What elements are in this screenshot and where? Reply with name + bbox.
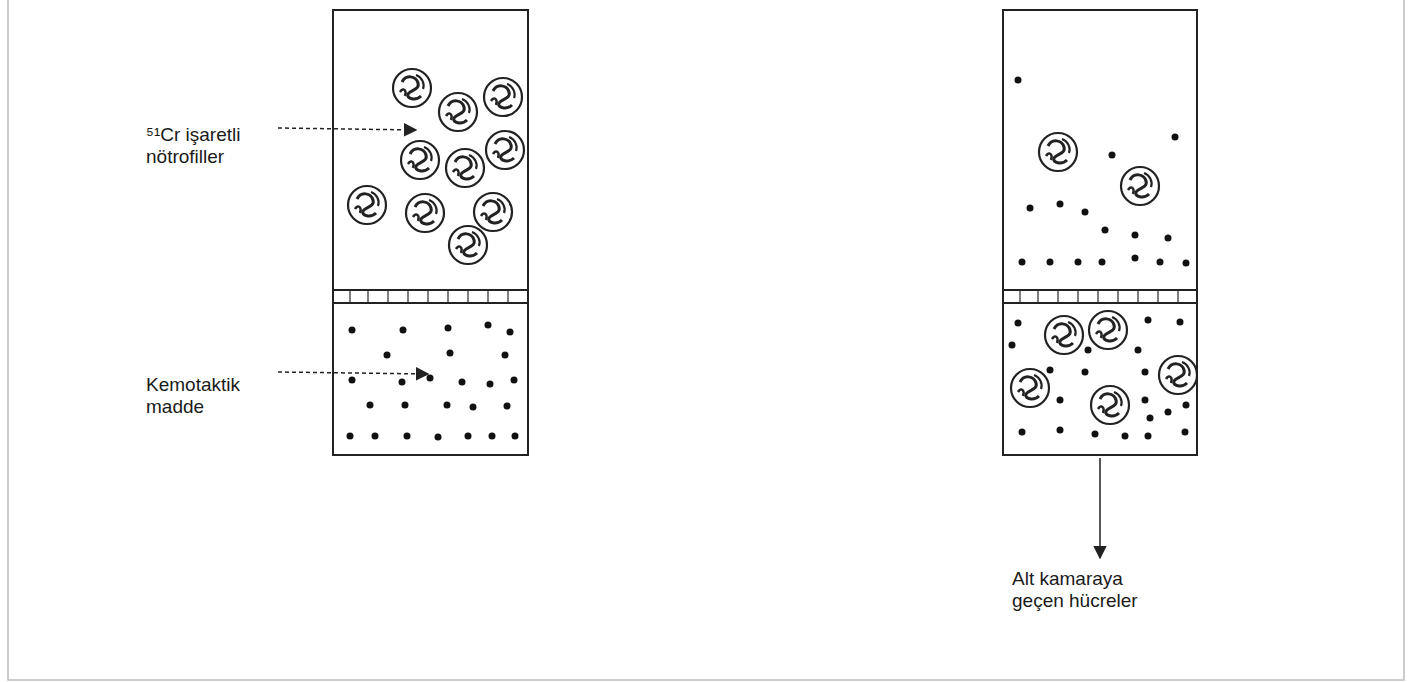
leader-arrows bbox=[278, 128, 1100, 558]
left-chamber bbox=[333, 10, 528, 455]
neutrophils bbox=[1011, 133, 1197, 424]
right-chamber bbox=[1003, 10, 1197, 455]
part-label: Kemotaktik madde bbox=[146, 374, 270, 418]
chemoattractant-dots bbox=[347, 322, 519, 441]
neutrophils bbox=[348, 69, 524, 264]
part-label: ⁵¹Cr işaretli nötrofiller bbox=[146, 124, 270, 168]
frame bbox=[8, 0, 1404, 680]
result-label: Alt kamaraya geçen hücreler bbox=[1012, 568, 1162, 612]
chemoattractant-dots bbox=[1009, 77, 1190, 440]
